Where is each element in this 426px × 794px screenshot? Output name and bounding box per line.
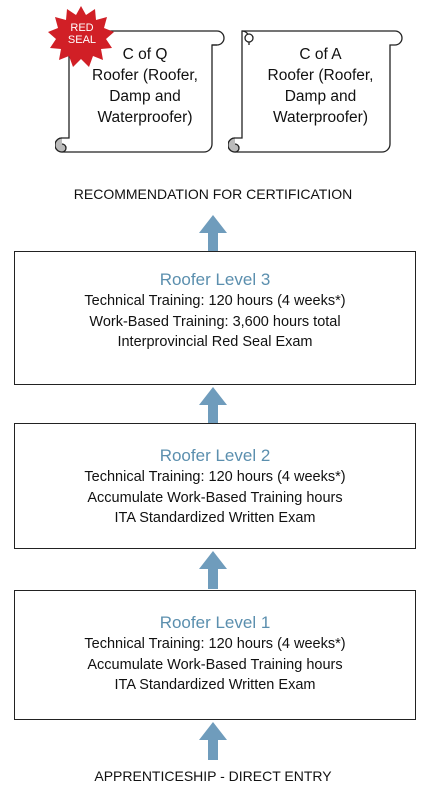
entry-caption: APPRENTICESHIP - DIRECT ENTRY	[94, 768, 332, 784]
cert-line: Waterproofer)	[97, 109, 193, 126]
cert-line: C of Q	[122, 46, 168, 63]
certificate-scroll-ca	[228, 30, 403, 153]
up-arrow-icon	[199, 387, 227, 423]
level-title: Roofer Level 3	[159, 270, 271, 289]
level-line: Technical Training: 120 hours (4 weeks*)	[84, 469, 346, 485]
certificate-text-cq: C of Q Roofer (Roofer, Damp and Waterpro…	[70, 44, 220, 128]
level-3-box: Roofer Level 3 Technical Training: 120 h…	[14, 251, 416, 385]
level-title: Roofer Level 2	[159, 446, 271, 465]
cert-line: Roofer (Roofer,	[267, 67, 374, 84]
up-arrow-icon	[199, 551, 227, 589]
certificate-text-ca: C of A Roofer (Roofer, Damp and Waterpro…	[243, 44, 398, 128]
level-title: Roofer Level 1	[159, 613, 271, 632]
level-line: Accumulate Work-Based Training hours	[87, 656, 343, 673]
red-seal-badge-icon	[48, 6, 114, 67]
level-1-box: Roofer Level 1 Technical Training: 120 h…	[14, 590, 416, 720]
level-line: Technical Training: 120 hours (4 weeks*)	[84, 293, 346, 309]
certificate-scroll-cq	[55, 30, 225, 153]
level-line: Interprovincial Red Seal Exam	[117, 334, 313, 350]
level-2-box: Roofer Level 2 Technical Training: 120 h…	[14, 423, 416, 549]
red-seal-label: RED SEAL	[67, 22, 97, 46]
up-arrow-icon	[199, 215, 227, 251]
level-line: Accumulate Work-Based Training hours	[87, 489, 343, 506]
up-arrow-icon	[199, 722, 227, 760]
cert-line: Damp and	[284, 88, 357, 105]
level-line: ITA Standardized Written Exam	[114, 510, 316, 526]
level-line: Technical Training: 120 hours (4 weeks*)	[84, 636, 346, 652]
cert-line: C of A	[299, 46, 342, 63]
level-line: ITA Standardized Written Exam	[114, 677, 316, 693]
cert-line: Damp and	[109, 88, 181, 105]
cert-line: Roofer (Roofer,	[92, 67, 198, 84]
level-line: Work-Based Training: 3,600 hours total	[89, 313, 341, 330]
cert-line: Waterproofer)	[272, 109, 369, 126]
recommendation-caption: RECOMMENDATION FOR CERTIFICATION	[73, 186, 353, 202]
